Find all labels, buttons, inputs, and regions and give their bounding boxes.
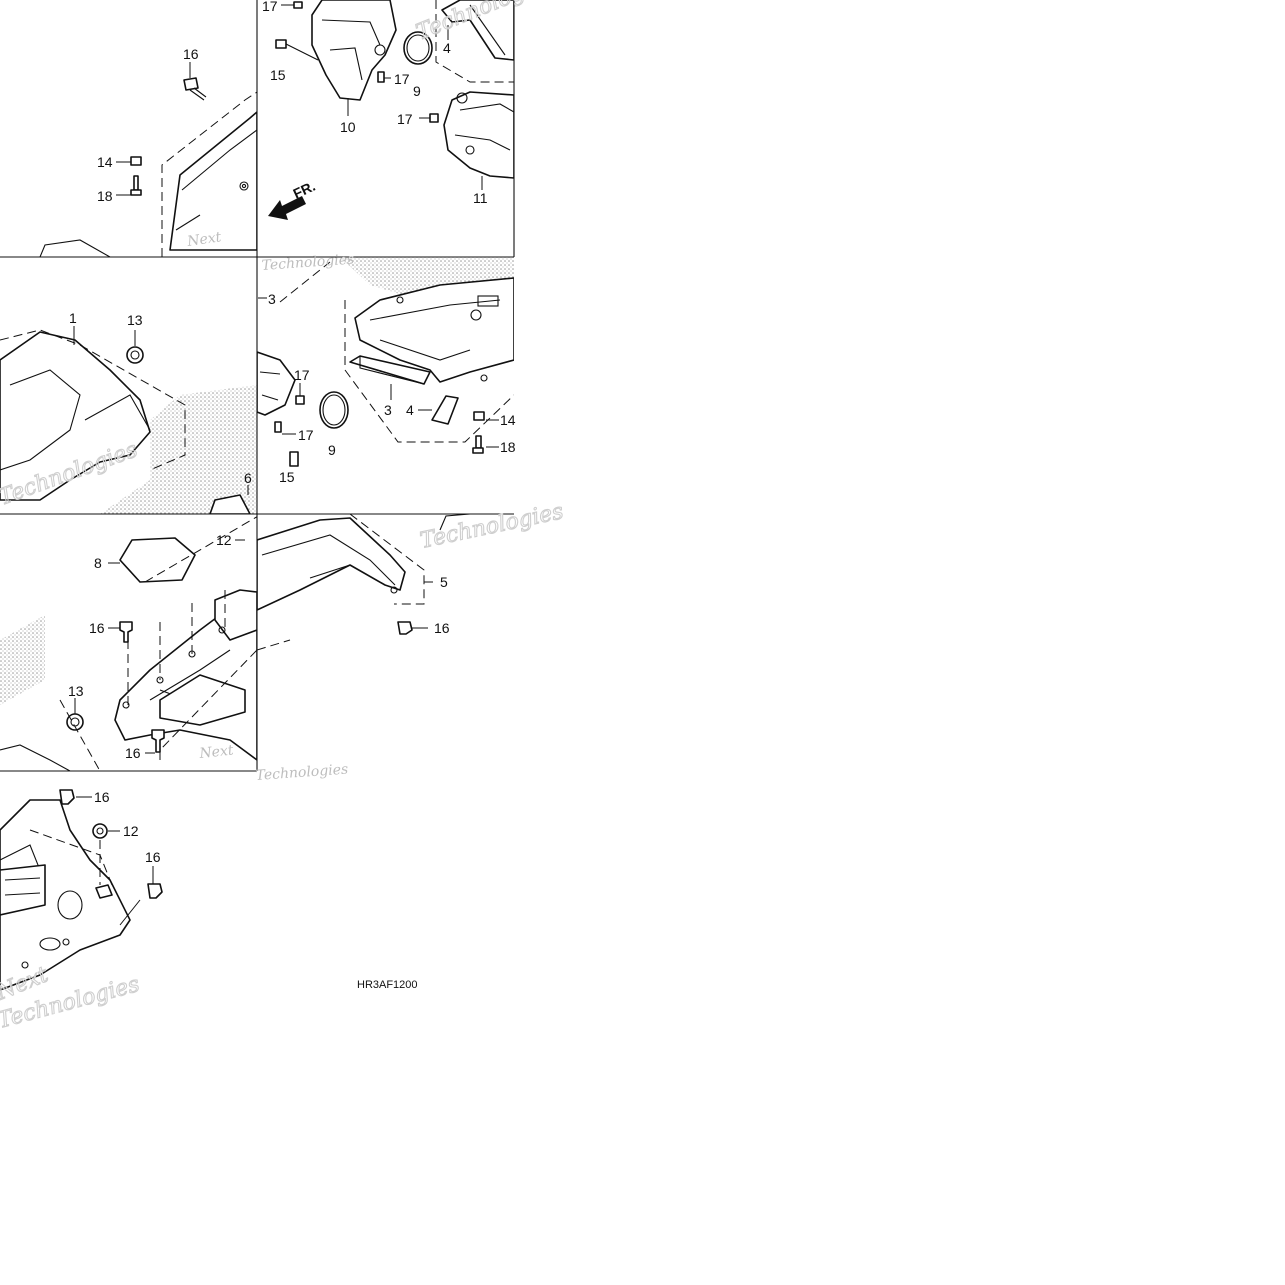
callout-label: 16 — [94, 789, 110, 805]
callout-label: 10 — [340, 119, 356, 135]
callout-label: 4 — [443, 40, 451, 56]
callout-label: 17 — [298, 427, 314, 443]
watermark-text: Next — [185, 229, 222, 250]
callout-label: 17 — [294, 367, 310, 383]
callout-label: 1 — [69, 310, 77, 326]
tile-side-rail — [257, 514, 471, 651]
callout-label: 16 — [125, 745, 141, 761]
callout-label: 15 — [270, 67, 286, 83]
callout-label: 12 — [216, 532, 232, 548]
callout-label: 9 — [328, 442, 336, 458]
tile-air-duct-assembly: FR. — [268, 0, 514, 220]
tile-rear-fender-corner — [39, 62, 257, 257]
tile-rear-fender — [0, 516, 257, 771]
callout-label: 5 — [440, 574, 448, 590]
callout-label: 14 — [97, 154, 113, 170]
direction-label: FR. — [291, 178, 318, 202]
tile-side-cover-assembly — [257, 257, 514, 467]
callout-label: 17 — [397, 111, 413, 127]
callout-label: 16 — [434, 620, 450, 636]
watermark-text: Next — [198, 742, 235, 762]
callout-label: 17 — [394, 71, 410, 87]
callouts: 17 16 15 14 18 10 9 17 4 17 11 1 13 3 17… — [68, 0, 516, 865]
callout-label: 13 — [127, 312, 143, 328]
watermark-text: Technologies — [255, 762, 349, 784]
callout-label: 13 — [68, 683, 84, 699]
watermark-text: Technologies — [418, 499, 566, 554]
watermark-text: Technologies — [261, 252, 355, 274]
tile-fender-mount — [0, 789, 163, 991]
callout-label: 16 — [145, 849, 161, 865]
callout-label: 4 — [406, 402, 414, 418]
tile-front-fender — [0, 326, 257, 514]
callout-label: 12 — [123, 823, 139, 839]
callout-label: 9 — [413, 83, 421, 99]
callout-label: 8 — [94, 555, 102, 571]
callout-label: 18 — [97, 188, 113, 204]
tile-seams — [0, 0, 515, 772]
callout-label: 17 — [262, 0, 278, 14]
callout-label: 16 — [89, 620, 105, 636]
callout-label: 3 — [268, 291, 276, 307]
part-code: HR3AF1200 — [357, 979, 418, 991]
callout-label: 11 — [473, 190, 488, 206]
callout-label: 14 — [500, 412, 516, 428]
callout-label: 3 — [384, 402, 392, 418]
callout-label: 18 — [500, 439, 516, 455]
callout-label: 6 — [244, 470, 252, 486]
callout-label: 16 — [183, 46, 199, 62]
callout-label: 15 — [279, 469, 295, 485]
